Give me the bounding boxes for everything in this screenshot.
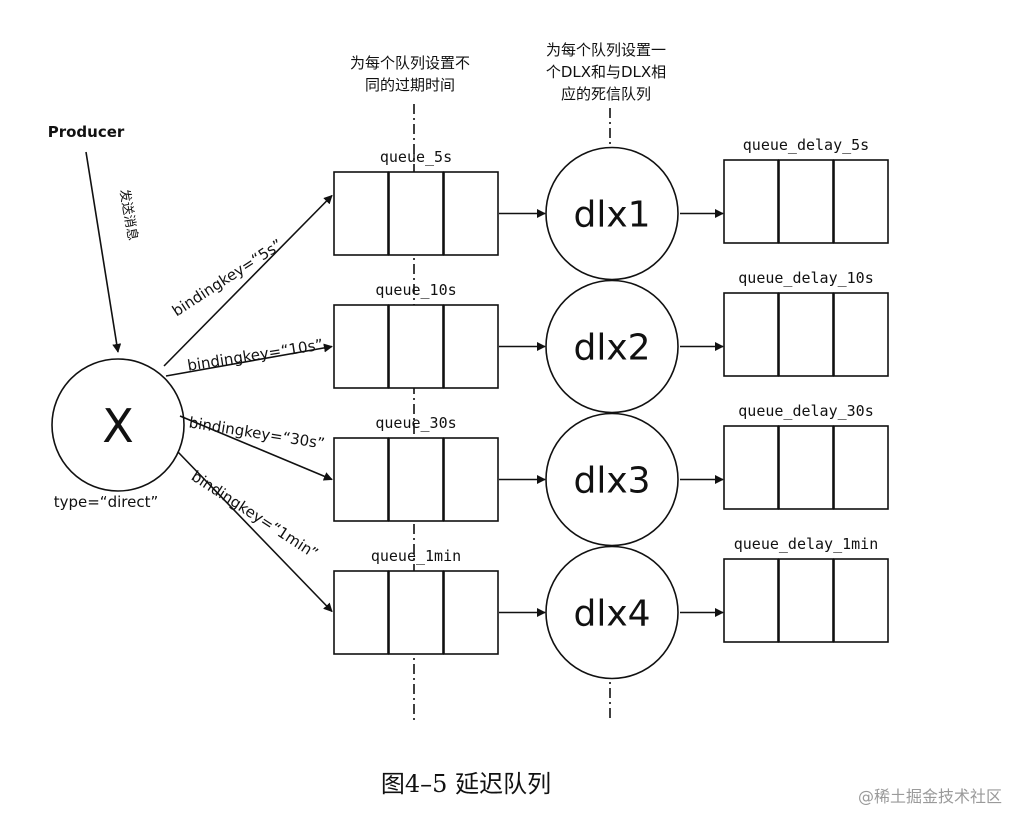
dlx-circle: [545, 279, 679, 414]
binding-arrow: [165, 343, 333, 377]
delay-queue-cell: [778, 159, 834, 244]
watermark: @稀土掘金技术社区: [858, 787, 1002, 806]
delay-queue-label: queue_delay_5s: [743, 136, 869, 154]
dlx-note-line2: 个DLX和与DLX相: [546, 63, 666, 81]
delay-queue-label: queue_delay_30s: [738, 402, 873, 420]
dlx-note-line1: 为每个队列设置一: [546, 41, 666, 59]
dlx-circle: [545, 146, 679, 281]
dlx-label: dlx2: [573, 328, 650, 369]
queue-cell: [388, 570, 444, 655]
queue-cell: [388, 171, 444, 256]
route-row: bindingkey=“5s” queue_5s dlx1 queue_delay_5…: [163, 136, 889, 367]
queue-cell: [443, 570, 499, 655]
figure-caption: 图4–5 延迟队列: [381, 770, 551, 798]
binding-arrow: [177, 451, 333, 613]
delay-queue-cell: [833, 159, 889, 244]
dlx-circle: [545, 545, 679, 680]
queue-label: queue_5s: [380, 148, 452, 166]
delay-queue-cell: [723, 425, 779, 510]
producer-label: Producer: [48, 123, 125, 141]
binding-key-label: bindingkey=“10s”: [186, 335, 324, 374]
dlx-label: dlx4: [573, 594, 650, 635]
queue-cell: [388, 304, 444, 389]
queue-cell: [388, 437, 444, 522]
binding-key-label: bindingkey=“1min”: [188, 467, 321, 562]
dlx-circle: [545, 412, 679, 547]
dlx-note-line3: 应的死信队列: [561, 85, 651, 103]
exchange-type-label: type=“direct”: [54, 493, 159, 511]
queue-cell: [333, 304, 389, 389]
dlx-label: dlx3: [573, 461, 650, 502]
ttl-note-line1: 为每个队列设置不: [350, 54, 470, 72]
send-message-label: 发送消息: [116, 188, 141, 242]
queue-label: queue_10s: [375, 281, 456, 299]
producer-send-arrow: [85, 151, 122, 353]
exchange-label: X: [102, 399, 134, 453]
route-row: bindingkey=“10s” queue_10s dlx2 queue_delay…: [165, 269, 889, 414]
binding-arrow: [179, 415, 333, 481]
queue-cell: [443, 304, 499, 389]
route-row: bindingkey=“30s” queue_30s dlx3 queue_delay…: [179, 402, 889, 547]
delay-queue-cell: [833, 292, 889, 377]
queue-cell: [443, 437, 499, 522]
delay-queue-cell: [778, 558, 834, 643]
queue-label: queue_30s: [375, 414, 456, 432]
delay-queue-cell: [723, 292, 779, 377]
exchange-circle: [51, 358, 185, 492]
queue-cell: [443, 171, 499, 256]
dlx-label: dlx1: [573, 195, 650, 236]
delay-queue-cell: [833, 425, 889, 510]
delay-queue-cell: [778, 425, 834, 510]
queue-cell: [333, 171, 389, 256]
delay-queue-label: queue_delay_10s: [738, 269, 873, 287]
binding-key-label: bindingkey=“5s”: [169, 235, 286, 320]
delay-queue-cell: [723, 558, 779, 643]
delay-queue-cell: [778, 292, 834, 377]
delay-queue-cell: [833, 558, 889, 643]
routes: bindingkey=“5s” queue_5s dlx1 queue_delay_5…: [163, 136, 889, 680]
queue-cell: [333, 437, 389, 522]
binding-key-label: bindingkey=“30s”: [188, 413, 326, 452]
delay-queue-label: queue_delay_1min: [734, 535, 879, 553]
queue-label: queue_1min: [371, 547, 461, 565]
binding-arrow: [163, 194, 333, 367]
ttl-note-line2: 同的过期时间: [365, 76, 455, 94]
queue-cell: [333, 570, 389, 655]
delay-queue-cell: [723, 159, 779, 244]
